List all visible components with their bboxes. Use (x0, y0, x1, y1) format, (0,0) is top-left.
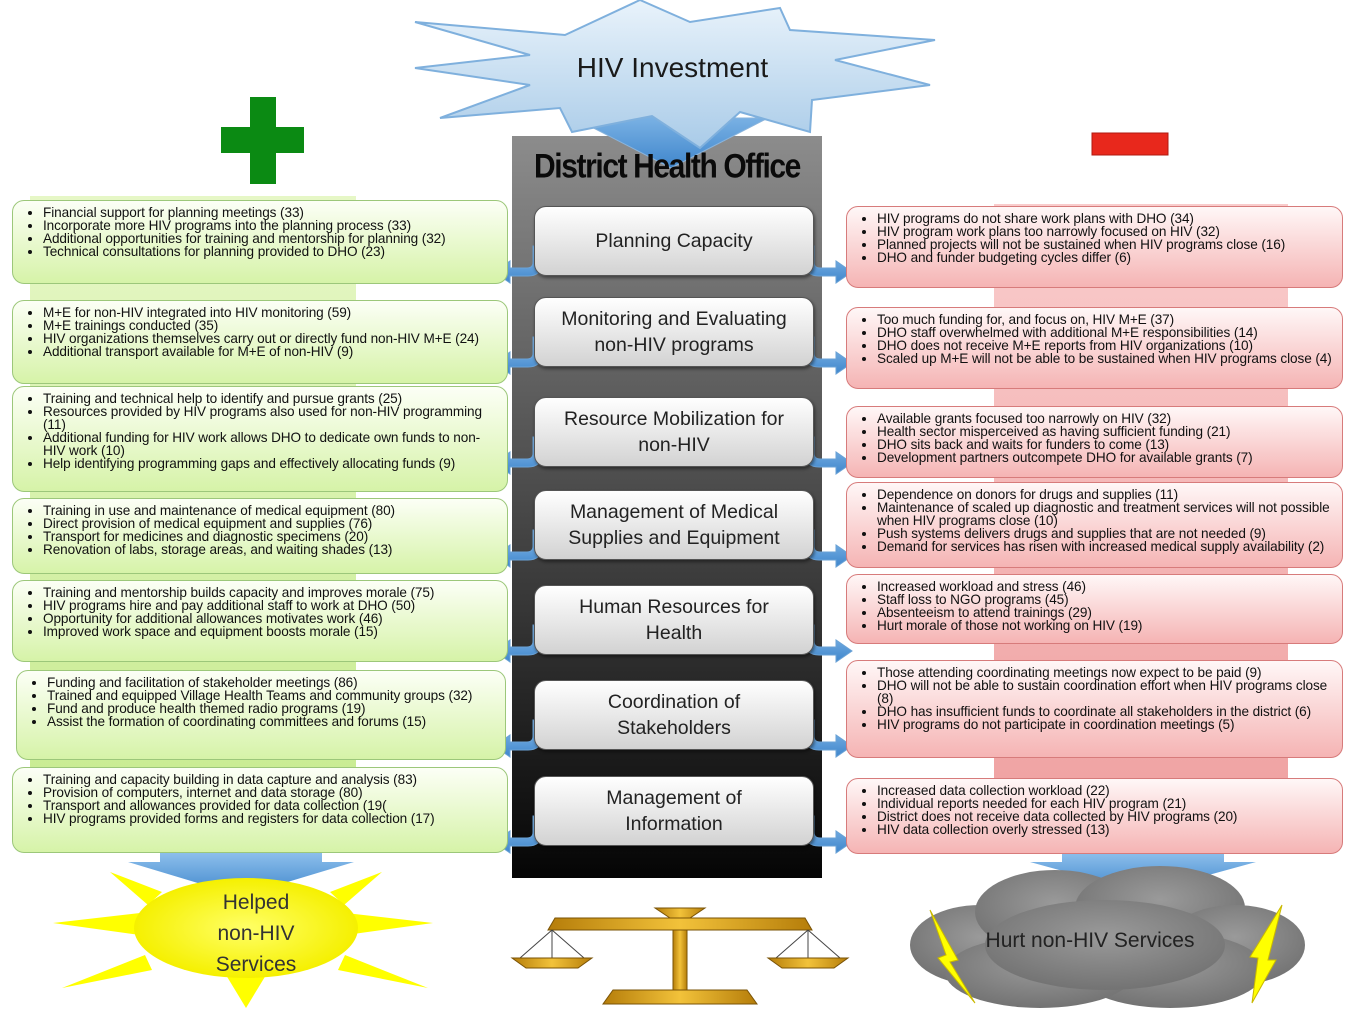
list-item: Training and technical help to identify … (43, 392, 497, 406)
helped-services-label: Helped non-HIV Services (215, 891, 297, 976)
list-item: Incorporate more HIV programs into the p… (43, 219, 497, 233)
negative-box-resources: Available grants focused too narrowly on… (846, 406, 1343, 478)
list-item: Planned projects will not be sustained w… (877, 238, 1332, 252)
helped-arrow-icon (128, 852, 354, 896)
positive-box-medical: Training in use and maintenance of medic… (12, 498, 508, 574)
list-item: Funding and facilitation of stakeholder … (47, 676, 495, 690)
hurt-services-label: Hurt non-HIV Services (985, 929, 1195, 952)
cloud-icon (910, 866, 1305, 1008)
list-item: Staff loss to NGO programs (45) (877, 593, 1332, 607)
balance-scale-icon (510, 907, 850, 1005)
list-item: DHO has insufficient funds to coordinate… (877, 705, 1332, 719)
list-item: DHO and funder budgeting cycles differ (… (877, 251, 1332, 265)
list-item: HIV organizations themselves carry out o… (43, 332, 497, 346)
list-item: M+E trainings conducted (35) (43, 319, 497, 333)
list-item: DHO staff overwhelmed with additional M+… (877, 326, 1332, 340)
list-item: Scaled up M+E will not be able to be sus… (877, 352, 1332, 366)
list-item: Dependence on donors for drugs and suppl… (877, 488, 1332, 502)
list-item: Assist the formation of coordinating com… (47, 715, 495, 729)
list-item: Demand for services has risen with incre… (877, 540, 1332, 554)
negative-box-information: Increased data collection workload (22)I… (846, 778, 1343, 854)
list-item: Training and capacity building in data c… (43, 773, 497, 787)
list-item: Technical consultations for planning pro… (43, 245, 497, 259)
list-item: Development partners outcompete DHO for … (877, 451, 1332, 465)
list-item: Individual reports needed for each HIV p… (877, 797, 1332, 811)
list-item: Trained and equipped Village Health Team… (47, 689, 495, 703)
list-item: HIV programs do not share work plans wit… (877, 212, 1332, 226)
list-item: Transport for medicines and diagnostic s… (43, 530, 497, 544)
list-item: Financial support for planning meetings … (43, 206, 497, 220)
list-item: M+E for non-HIV integrated into HIV moni… (43, 306, 497, 320)
positive-box-monitoring: M+E for non-HIV integrated into HIV moni… (12, 300, 508, 384)
list-item: Training in use and maintenance of medic… (43, 504, 497, 518)
positive-box-planning: Financial support for planning meetings … (12, 200, 508, 284)
lightning-icon (1249, 904, 1283, 1004)
list-item: Opportunity for additional allowances mo… (43, 612, 497, 626)
list-item: Additional opportunities for training an… (43, 232, 497, 246)
list-item: Training and mentorship builds capacity … (43, 586, 497, 600)
list-item: Additional transport available for M+E o… (43, 345, 497, 359)
list-item: Renovation of labs, storage areas, and w… (43, 543, 497, 557)
list-item: HIV programs provided forms and register… (43, 812, 497, 826)
positive-box-resources: Training and technical help to identify … (12, 386, 508, 492)
list-item: Absenteeism to attend trainings (29) (877, 606, 1332, 620)
center-box-planning-capacity: Planning Capacity (534, 206, 814, 276)
list-item: Increased workload and stress (46) (877, 580, 1332, 594)
starburst-icon (414, 0, 936, 150)
dho-title: District Health Office (534, 147, 801, 186)
list-item: Help identifying programming gaps and ef… (43, 457, 497, 471)
list-item: Fund and produce health themed radio pro… (47, 702, 495, 716)
list-item: HIV program work plans too narrowly focu… (877, 225, 1332, 239)
negative-box-medical: Dependence on donors for drugs and suppl… (846, 482, 1343, 568)
negative-box-hr: Increased workload and stress (46)Staff … (846, 574, 1343, 644)
list-item: HIV programs hire and pay additional sta… (43, 599, 497, 613)
list-item: Maintenance of scaled up diagnostic and … (877, 501, 1332, 528)
list-item: DHO will not be able to sustain coordina… (877, 679, 1332, 706)
list-item: Health sector misperceived as having suf… (877, 425, 1332, 439)
list-item: HIV programs do not participate in coord… (877, 718, 1332, 732)
hiv-investment-title: HIV Investment (576, 52, 769, 83)
plus-icon (221, 97, 304, 184)
negative-box-coordination: Those attending coordinating meetings no… (846, 660, 1343, 758)
list-item: DHO does not receive M+E reports from HI… (877, 339, 1332, 353)
minus-icon (1091, 132, 1169, 156)
negative-box-monitoring: Too much funding for, and focus on, HIV … (846, 307, 1343, 389)
list-item: HIV data collection overly stressed (13) (877, 823, 1332, 837)
negative-box-planning: HIV programs do not share work plans wit… (846, 206, 1343, 288)
list-item: District does not receive data collected… (877, 810, 1332, 824)
list-item: DHO sits back and waits for funders to c… (877, 438, 1332, 452)
list-item: Increased data collection workload (22) (877, 784, 1332, 798)
list-item: Push systems delivers drugs and supplies… (877, 527, 1332, 541)
list-item: Those attending coordinating meetings no… (877, 666, 1332, 680)
lightning-icon (929, 909, 976, 1004)
positive-box-coordination: Funding and facilitation of stakeholder … (16, 670, 506, 760)
list-item: Direct provision of medical equipment an… (43, 517, 497, 531)
list-item: Hurt morale of those not working on HIV … (877, 619, 1332, 633)
list-item: Resources provided by HIV programs also … (43, 405, 497, 432)
positive-box-hr: Training and mentorship builds capacity … (12, 580, 508, 662)
list-item: Available grants focused too narrowly on… (877, 412, 1332, 426)
list-item: Too much funding for, and focus on, HIV … (877, 313, 1332, 327)
list-item: Additional funding for HIV work allows D… (43, 431, 497, 458)
list-item: Provision of computers, internet and dat… (43, 786, 497, 800)
list-item: Improved work space and equipment boosts… (43, 625, 497, 639)
list-item: Transport and allowances provided for da… (43, 799, 497, 813)
sun-icon (53, 872, 433, 1008)
positive-box-information: Training and capacity building in data c… (12, 767, 508, 853)
